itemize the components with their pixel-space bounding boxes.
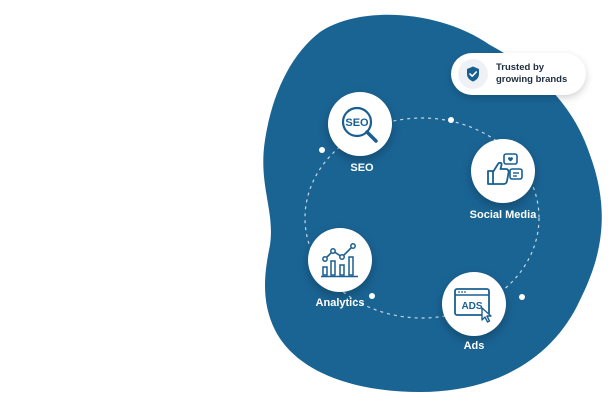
ads-cursor-icon: ADS [454, 288, 492, 323]
thumbs-up-chat-icon [487, 153, 523, 185]
seo-label: SEO [350, 162, 374, 174]
ads-label: Ads [463, 340, 485, 352]
ads-icon-text: ADS [461, 301, 482, 312]
orbit-dot [369, 293, 375, 299]
shield-check-icon [458, 59, 488, 89]
social-media-label: Social Media [469, 209, 537, 221]
orbit-dot [319, 147, 325, 153]
seo-icon-text: SEO [345, 117, 369, 129]
analytics-node [308, 228, 372, 292]
trusted-badge: Trusted by growing brands [451, 53, 586, 95]
badge-line-2: growing brands [496, 74, 568, 85]
social-media-node [471, 139, 535, 203]
orbit-path [304, 117, 540, 319]
badge-line-1: Trusted by [496, 62, 545, 73]
orbit-dot [448, 117, 454, 123]
orbit-dot [519, 294, 525, 300]
seo-node: SEO [328, 92, 392, 156]
analytics-chart-icon [321, 243, 358, 278]
seo-magnifier-icon: SEO [341, 106, 378, 143]
ads-node: ADS [442, 272, 506, 336]
analytics-label: Analytics [315, 297, 365, 309]
